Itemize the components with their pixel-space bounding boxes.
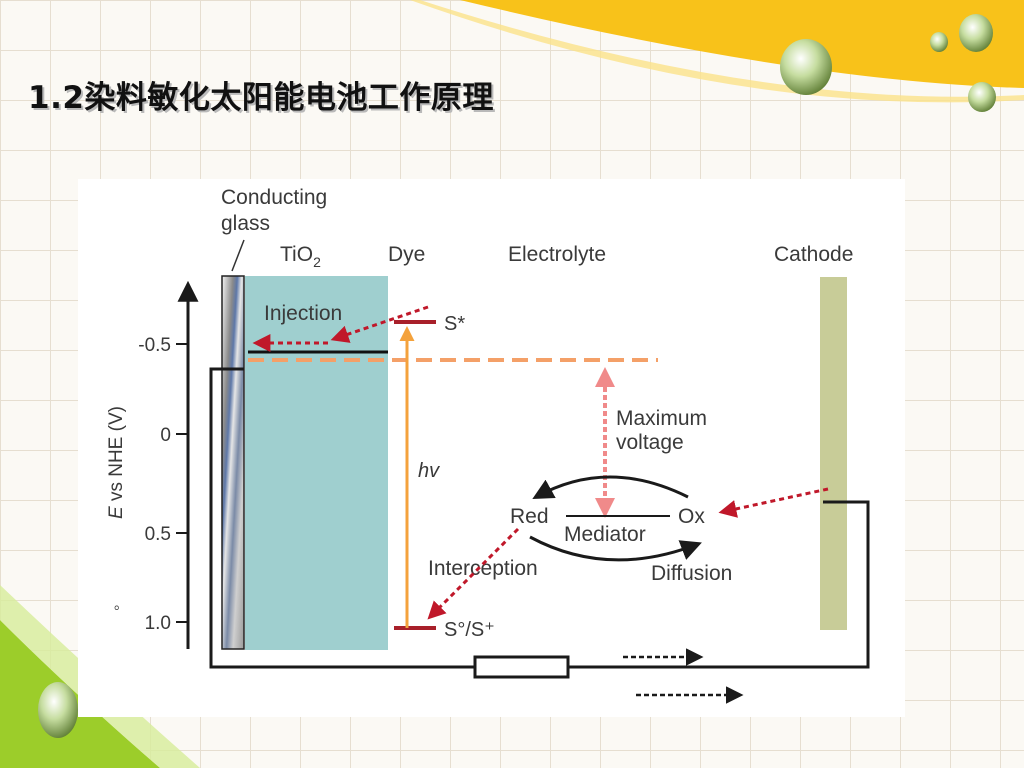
tio2-label: TiO2 — [280, 243, 321, 270]
mediator-cycle-arrow — [529, 535, 702, 562]
mediator-cycle-arrow — [532, 475, 689, 500]
max-voltage-label: voltage — [616, 431, 684, 454]
y-axis-label: E vs NHE (V) — [106, 406, 127, 519]
dye-label: Dye — [388, 243, 425, 266]
tick-label-0: 0 — [160, 425, 171, 446]
interception-label: Interception — [428, 557, 538, 580]
ox-label: Ox — [678, 505, 705, 528]
hv-label: hv — [418, 460, 440, 482]
yellow-swoosh — [460, 0, 1024, 88]
water-drop-icon — [38, 14, 996, 738]
load-resistor — [473, 655, 570, 679]
tick-label-neg-0-5: -0.5 — [138, 335, 171, 356]
cathode-layer — [820, 277, 847, 630]
green-swoosh — [0, 620, 160, 768]
mediator-label: Mediator — [564, 523, 646, 546]
conducting-glass-label: glass — [221, 212, 270, 235]
s-ground-label: S°/S⁺ — [444, 619, 495, 641]
cathode-to-ox-arrow — [718, 487, 829, 518]
cathode-label: Cathode — [774, 243, 853, 266]
diffusion-label: Diffusion — [651, 562, 732, 585]
conducting-glass-layer — [221, 275, 245, 650]
tick-label-1-0: 1.0 — [145, 613, 171, 634]
injection-label: Injection — [264, 302, 342, 325]
red-label: Red — [510, 505, 549, 528]
stray-mark: 。 — [114, 596, 128, 612]
external-circuit-wire — [209, 367, 475, 669]
max-voltage-label: Maximum — [616, 407, 707, 430]
tio2-layer — [245, 276, 388, 650]
electrolyte-label: Electrolyte — [508, 243, 606, 266]
tick-label-0-5: 0.5 — [145, 524, 171, 545]
external-circuit-wire — [568, 500, 870, 669]
slide-title: 1.2染料敏化太阳能电池工作原理 — [28, 80, 494, 116]
dssc-diagram: -0.5 0 0.5 1.0 E vs NHE (V) 。 Conducting… — [78, 179, 905, 717]
conducting-glass-label: Conducting — [221, 186, 327, 209]
interception-arrow — [427, 527, 520, 620]
injection-arrow — [330, 305, 429, 343]
s-star-label: S* — [444, 313, 465, 335]
